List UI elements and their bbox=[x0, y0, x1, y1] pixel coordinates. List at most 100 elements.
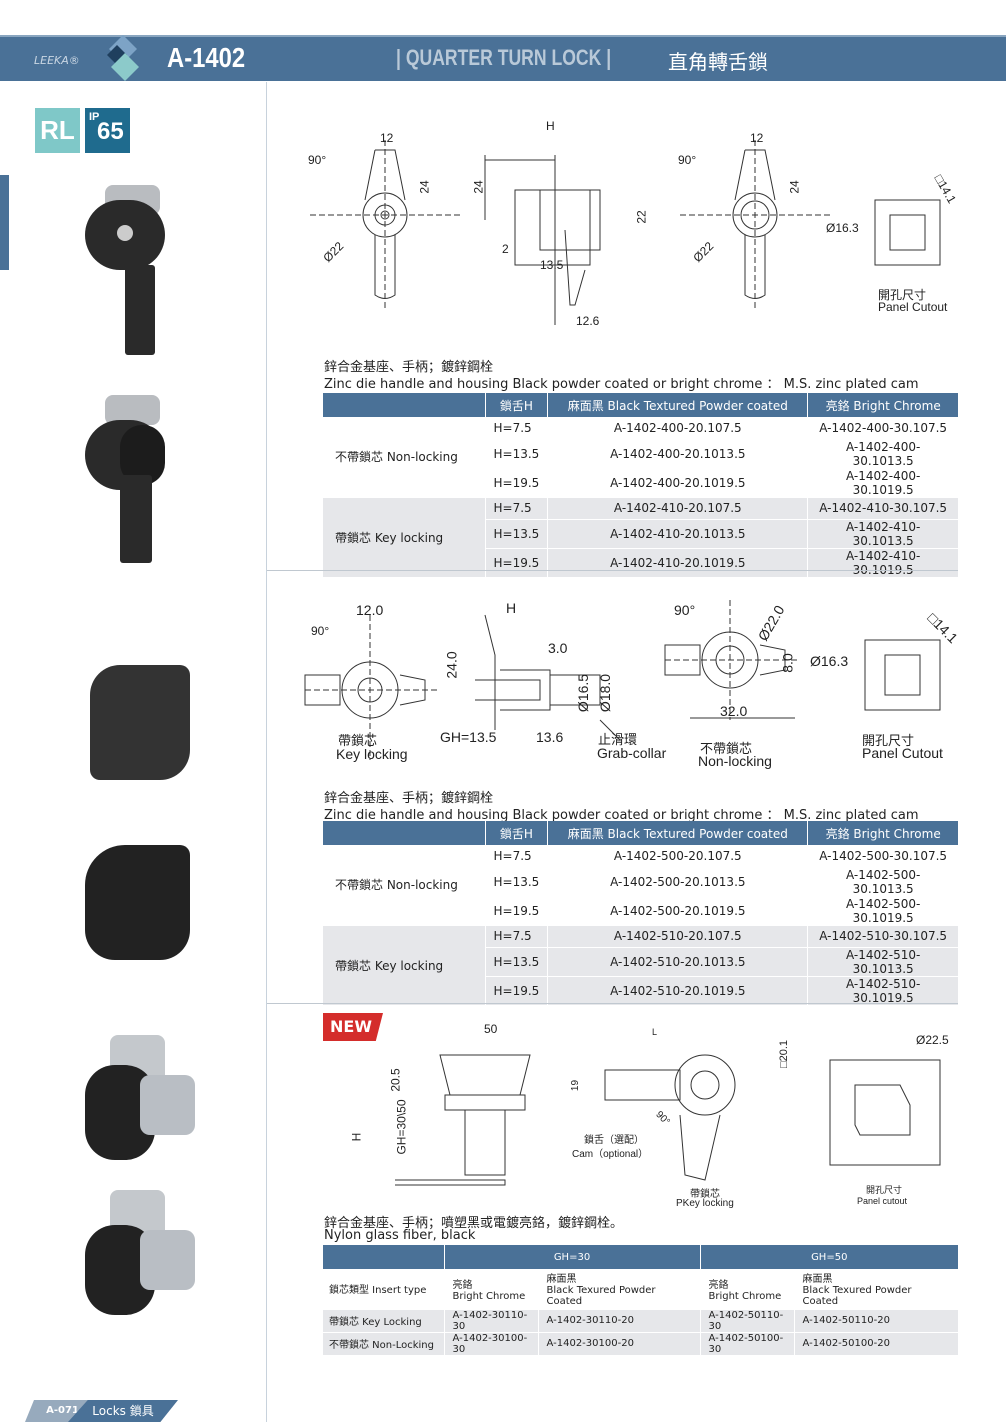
column-header: 麻面黑 Black Textured Powder coated bbox=[547, 393, 808, 417]
lock-type-label: 帶鎖芯 Key locking bbox=[323, 497, 485, 578]
ip65-badge: IP 65 bbox=[85, 108, 130, 153]
dim-label: 50 bbox=[484, 1022, 498, 1036]
h-value: H=7.5 bbox=[484, 497, 548, 520]
dim-label: 20.5 bbox=[388, 1068, 403, 1092]
part-number: A-1402-400-30.107.5 bbox=[807, 417, 958, 440]
black-zh: 麻面黑 bbox=[546, 1274, 577, 1286]
part-number: A-1402-50110-20 bbox=[793, 1309, 958, 1333]
dim-label: Ø16.3 bbox=[826, 221, 859, 235]
table-row: 不帶鎖芯 Non-Locking A-1402-30100-30 A-1402-… bbox=[323, 1332, 958, 1356]
material-caption-zh: 鋅合金基座、手柄；鍍鋅鋼栓 bbox=[324, 360, 494, 375]
dim-label: 90° bbox=[678, 153, 697, 167]
group-header: GH=30 bbox=[443, 1245, 700, 1269]
column-header: 亮鉻 Bright Chrome bbox=[807, 393, 958, 417]
section-divider bbox=[267, 1003, 958, 1004]
dim-label: 24 bbox=[787, 180, 802, 194]
dim-label: 開孔尺寸 bbox=[862, 733, 915, 748]
corner-cell bbox=[323, 1245, 444, 1269]
part-number: A-1402-500-20.107.5 bbox=[547, 845, 808, 868]
column-header: 鎖舌H bbox=[484, 821, 548, 845]
part-number: A-1402-410-20.1013.5 bbox=[547, 519, 808, 549]
brand-logo: LEEKA® bbox=[34, 54, 80, 67]
dim-label: 24.0 bbox=[443, 651, 460, 679]
part-number: A-1402-400-20.1013.5 bbox=[547, 439, 808, 469]
part-number: A-1402-510-30.1013.5 bbox=[807, 947, 958, 977]
dim-label: Panel cutout bbox=[857, 1196, 908, 1206]
part-number: A-1402-500-30.1019.5 bbox=[807, 896, 958, 926]
h-value: H=13.5 bbox=[484, 947, 548, 977]
part-number-table-3: GH=30 GH=50 鎖芯類型 Insert type 亮鉻 Bright Ch… bbox=[323, 1245, 958, 1356]
part-number: A-1402-510-20.1013.5 bbox=[547, 947, 808, 977]
side-accent-bar bbox=[0, 175, 9, 270]
page-header: LEEKA® A-1402 | QUARTER TURN LOCK | 直角轉舌… bbox=[0, 35, 1006, 81]
part-number: A-1402-400-20.107.5 bbox=[547, 417, 808, 440]
dim-label: 12 bbox=[380, 131, 394, 145]
dim-label: Grab-collar bbox=[597, 745, 667, 761]
dim-label: L bbox=[652, 1027, 658, 1037]
dim-label: 開孔尺寸 bbox=[878, 288, 927, 302]
dim-label: 19 bbox=[570, 1079, 582, 1092]
dim-label: 8.0 bbox=[779, 653, 796, 673]
drawing-front-view-1 bbox=[310, 140, 941, 325]
dim-label: H bbox=[546, 119, 555, 133]
h-value: H=13.5 bbox=[484, 439, 548, 469]
material-caption-zh: 鋅合金基座、手柄；噴塑黑或電鍍亮鉻，鍍鋅鋼栓。 bbox=[324, 1216, 624, 1231]
part-number: A-1402-30100-30 bbox=[443, 1332, 538, 1356]
part-number: A-1402-400-30.1019.5 bbox=[807, 468, 958, 498]
part-number: A-1402-410-30.107.5 bbox=[807, 497, 958, 520]
part-number: A-1402-50100-20 bbox=[793, 1332, 958, 1356]
black-en: Black Texured Powder Coated bbox=[546, 1285, 656, 1308]
dim-label: Panel Cutout bbox=[878, 300, 948, 314]
part-number: A-1402-500-20.1019.5 bbox=[547, 896, 808, 926]
dim-label: 12.0 bbox=[356, 602, 384, 618]
dim-label: 2 bbox=[502, 242, 509, 256]
dim-label: Ø16.3 bbox=[810, 653, 849, 669]
material-caption-zh: 鋅合金基座、手柄；鍍鋅鋼栓 bbox=[324, 791, 494, 806]
h-value: H=7.5 bbox=[484, 845, 548, 868]
dim-label: 帶鎖芯 bbox=[690, 1189, 720, 1200]
product-photo-1 bbox=[85, 185, 175, 355]
material-caption-en: Nylon glass fiber, black bbox=[324, 1228, 476, 1243]
dim-label: 12 bbox=[750, 131, 764, 145]
chrome-zh: 亮鉻 bbox=[452, 1279, 473, 1291]
part-number: A-1402-410-20.1019.5 bbox=[547, 548, 808, 578]
column-header: 亮鉻 Bright Chrome bbox=[807, 821, 958, 845]
part-number: A-1402-30110-20 bbox=[537, 1309, 700, 1333]
part-number: A-1402-510-20.1019.5 bbox=[547, 976, 808, 1006]
group-header: GH=50 bbox=[699, 1245, 958, 1269]
part-number: A-1402-500-30.1013.5 bbox=[807, 867, 958, 897]
column-header bbox=[323, 393, 485, 417]
h-value: H=19.5 bbox=[484, 976, 548, 1006]
page-title: | QUARTER TURN LOCK | bbox=[396, 45, 612, 70]
drawing-side-view-3 bbox=[395, 1054, 941, 1186]
insert-type-header: 鎖芯類型 Insert type bbox=[323, 1269, 444, 1310]
part-number: A-1402-400-30.1013.5 bbox=[807, 439, 958, 469]
black-zh: 麻面黑 bbox=[802, 1274, 833, 1286]
product-photo-5 bbox=[85, 1035, 195, 1160]
part-number: A-1402-510-30.107.5 bbox=[807, 925, 958, 948]
section-label: Locks 鎖具 bbox=[68, 1400, 178, 1422]
dim-label: Panel Cutout bbox=[862, 745, 943, 761]
part-number: A-1402-50100-30 bbox=[699, 1332, 794, 1356]
dim-label: 帶鎖芯 bbox=[338, 733, 378, 748]
diamond-logo-icon bbox=[107, 35, 139, 81]
h-value: H=19.5 bbox=[484, 468, 548, 498]
chrome-en: Bright Chrome bbox=[708, 1290, 782, 1302]
column-header: 鎖舌H bbox=[484, 393, 548, 417]
dim-label: Ø18.0 bbox=[597, 673, 614, 713]
row-label: 不帶鎖芯 Non-Locking bbox=[323, 1332, 444, 1356]
column-divider bbox=[266, 82, 267, 1422]
dim-label: 22 bbox=[634, 210, 649, 224]
page-title-zh: 直角轉舌鎖 bbox=[668, 50, 768, 74]
lock-type-label: 帶鎖芯 Key locking bbox=[323, 925, 485, 1006]
